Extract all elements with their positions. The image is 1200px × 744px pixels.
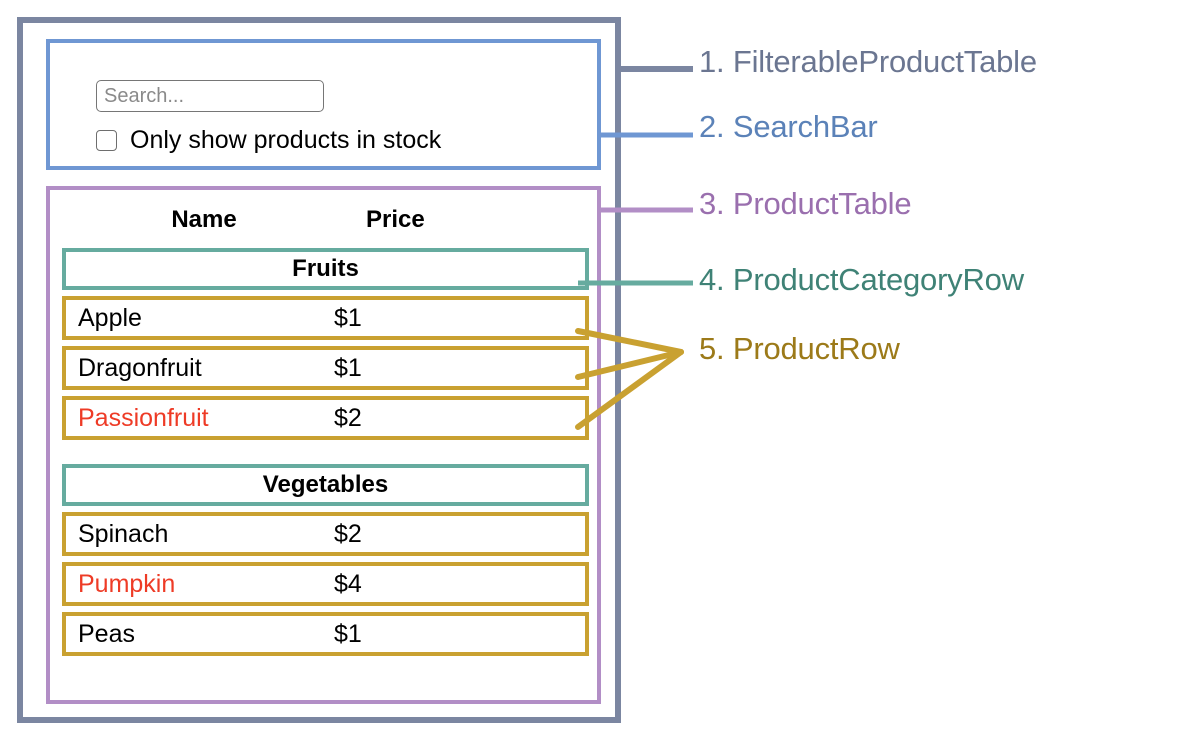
legend-item-product-table: 3. ProductTable [699, 186, 912, 221]
table-header-row: Name Price [54, 198, 601, 242]
product-name: Peas [78, 621, 135, 647]
product-category-row: Fruits [62, 248, 589, 290]
product-row: Spinach $2 [62, 512, 589, 556]
in-stock-checkbox-label: Only show products in stock [130, 125, 442, 154]
product-category-label: Fruits [292, 255, 359, 282]
product-table-box: Name Price Fruits Apple $1 Dragonfruit $… [46, 186, 601, 704]
product-price: $1 [334, 303, 362, 332]
in-stock-filter-row[interactable]: Only show products in stock [96, 123, 441, 157]
search-input[interactable]: Search... [96, 80, 324, 112]
product-price: $2 [334, 403, 362, 432]
product-category-label: Vegetables [262, 471, 389, 498]
product-price: $2 [334, 519, 362, 548]
product-row: Pumpkin $4 [62, 562, 589, 606]
column-header-name: Name [171, 206, 237, 233]
product-row: Peas $1 [62, 612, 589, 656]
legend-item-search-bar: 2. SearchBar [699, 109, 878, 144]
search-bar-box: Search... Only show products in stock [46, 39, 601, 170]
product-row: Passionfruit $2 [62, 396, 589, 440]
product-row: Dragonfruit $1 [62, 346, 589, 390]
product-name: Spinach [78, 521, 169, 547]
product-name: Pumpkin [78, 571, 176, 597]
product-name: Passionfruit [78, 405, 209, 431]
group-spacer [62, 446, 589, 464]
product-category-row: Vegetables [62, 464, 589, 506]
in-stock-checkbox[interactable] [96, 129, 117, 151]
legend-item-product-row: 5. ProductRow [699, 331, 900, 366]
product-name: Dragonfruit [78, 355, 202, 381]
column-header-price: Price [366, 206, 425, 233]
product-name: Apple [78, 305, 142, 331]
product-price: $1 [334, 619, 362, 648]
table-body: Fruits Apple $1 Dragonfruit $1 Passionfr… [62, 248, 589, 662]
product-row: Apple $1 [62, 296, 589, 340]
product-price: $1 [334, 353, 362, 382]
product-price: $4 [334, 569, 362, 598]
legend-item-product-category-row: 4. ProductCategoryRow [699, 262, 1024, 297]
legend-item-filterable-product-table: 1. FilterableProductTable [699, 44, 1037, 79]
